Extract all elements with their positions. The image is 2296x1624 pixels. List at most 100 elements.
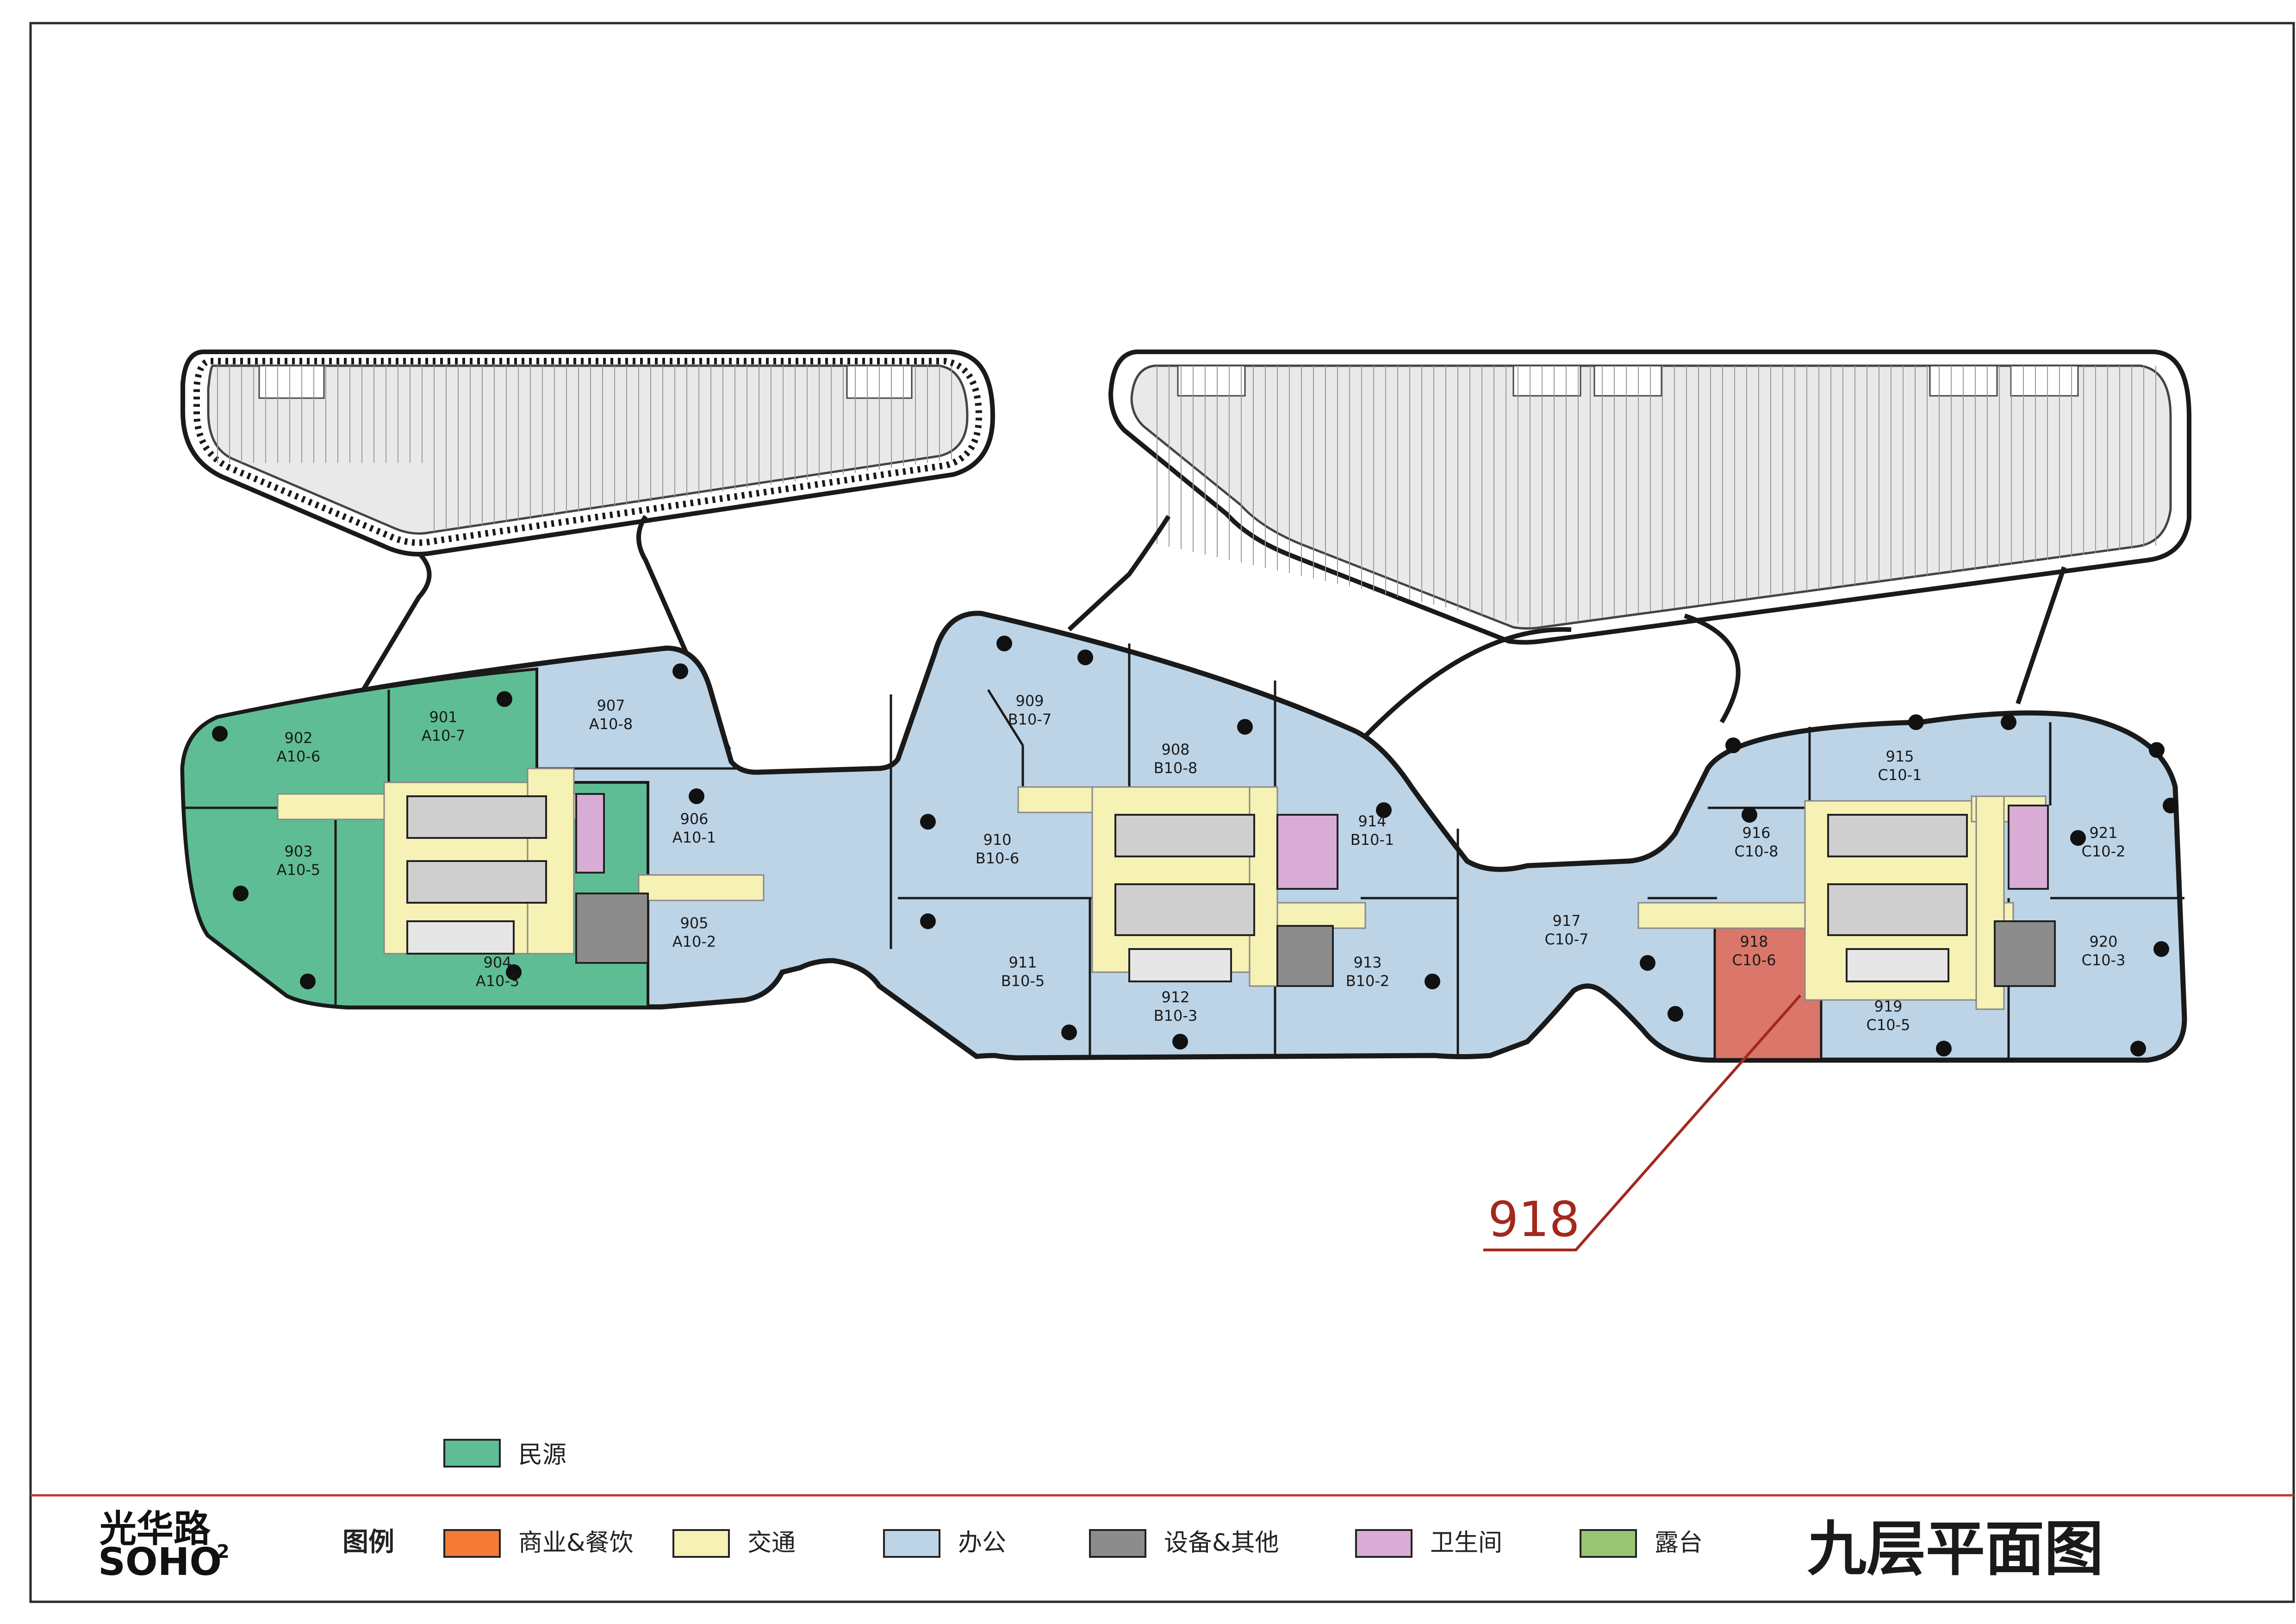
legend-item: 露台 <box>1580 1529 1703 1558</box>
structural-columns <box>212 636 2178 1056</box>
unit-number: 912 <box>1161 988 1189 1006</box>
legend-label: 卫生间 <box>1430 1529 1502 1557</box>
brand-logo: 光华路 SOHO 2 <box>98 1507 230 1584</box>
roof-terrace-left <box>180 350 996 557</box>
column-marker <box>920 814 936 830</box>
unit-code: B10-3 <box>1154 1007 1198 1024</box>
unit-code: C10-8 <box>1735 843 1779 860</box>
legend-swatch <box>1580 1529 1637 1558</box>
unit-code: B10-8 <box>1154 759 1198 777</box>
unit-code: A10-7 <box>422 727 466 744</box>
unit-number: 914 <box>1358 812 1386 830</box>
column-marker <box>1425 974 1440 989</box>
legend-heading: 图例 <box>342 1527 394 1557</box>
unit-number: 915 <box>1885 748 1914 765</box>
roof-right-opening-1 <box>1177 365 1246 397</box>
column-marker <box>506 964 522 980</box>
column-marker <box>996 636 1012 651</box>
unit-code: C10-2 <box>2082 843 2126 860</box>
legend-label: 露台 <box>1655 1529 1703 1557</box>
core-left <box>277 768 765 964</box>
column-marker <box>920 913 936 929</box>
column-marker <box>233 886 249 901</box>
column-marker <box>212 726 228 742</box>
elevator-bank <box>1114 814 1255 857</box>
column-marker <box>2163 798 2178 813</box>
legend-item: 卫生间 <box>1355 1529 1502 1558</box>
column-marker <box>1725 737 1741 753</box>
sheet-border <box>29 22 2295 1603</box>
elevator-bank <box>406 795 547 839</box>
column-marker <box>2153 941 2169 957</box>
core-right <box>1637 795 2056 1010</box>
roof-right-opening-3 <box>1593 365 1662 397</box>
equipment-middle <box>1276 925 1334 987</box>
roof-right-opening-5 <box>2010 365 2079 397</box>
unit-number: 913 <box>1353 954 1381 971</box>
column-marker <box>1077 650 1093 665</box>
restroom-right <box>2008 805 2049 890</box>
unit-number: 909 <box>1015 692 1044 710</box>
roof-right-grid <box>1130 364 2172 630</box>
unit-code: B10-6 <box>976 849 1020 867</box>
unit-code: B10-5 <box>1001 972 1045 990</box>
stair <box>1128 948 1232 982</box>
column-marker <box>689 788 704 804</box>
unit-number: 911 <box>1008 954 1037 971</box>
brand-name-cn: 光华路 <box>100 1507 211 1550</box>
column-marker <box>300 974 316 989</box>
equipment-left <box>575 893 649 964</box>
column-marker <box>1640 955 1655 971</box>
unit-number: 921 <box>2089 824 2117 842</box>
column-marker <box>1908 714 1924 730</box>
unit-code: C10-7 <box>1545 931 1589 948</box>
column-marker <box>2001 714 2016 730</box>
column-marker <box>672 663 688 679</box>
unit-code: A10-6 <box>277 748 321 765</box>
unit-code: A10-5 <box>277 861 321 879</box>
equipment-right <box>1994 920 2056 987</box>
legend-item: 交通 <box>672 1529 796 1558</box>
floor-title: 九层平面图 <box>1807 1515 2103 1584</box>
roof-left-opening-1 <box>258 365 325 399</box>
unit-918-callout[interactable]: 918 <box>1483 994 1802 1251</box>
restroom-middle <box>1276 814 1338 890</box>
unit-number: 907 <box>597 697 625 714</box>
column-marker <box>2130 1041 2146 1056</box>
unit-number: 910 <box>983 831 1011 849</box>
unit-918-highlight[interactable] <box>1713 922 1823 1061</box>
unit-code: B10-2 <box>1346 972 1390 990</box>
unit-number: 906 <box>680 810 708 828</box>
unit-code: B10-7 <box>1008 711 1052 728</box>
legend-items: 商业&餐饮交通办公设备&其他卫生间露台 <box>443 1529 1703 1558</box>
unit-code: A10-1 <box>672 829 716 846</box>
stair <box>406 920 515 955</box>
unit-number: 905 <box>680 914 708 932</box>
legend: 光华路 SOHO 2 图例 商业&餐饮交通办公设备&其他卫生间露台 九层平面图 <box>98 1507 2103 1584</box>
legend-swatch <box>443 1529 501 1558</box>
column-marker <box>1668 1006 1683 1022</box>
